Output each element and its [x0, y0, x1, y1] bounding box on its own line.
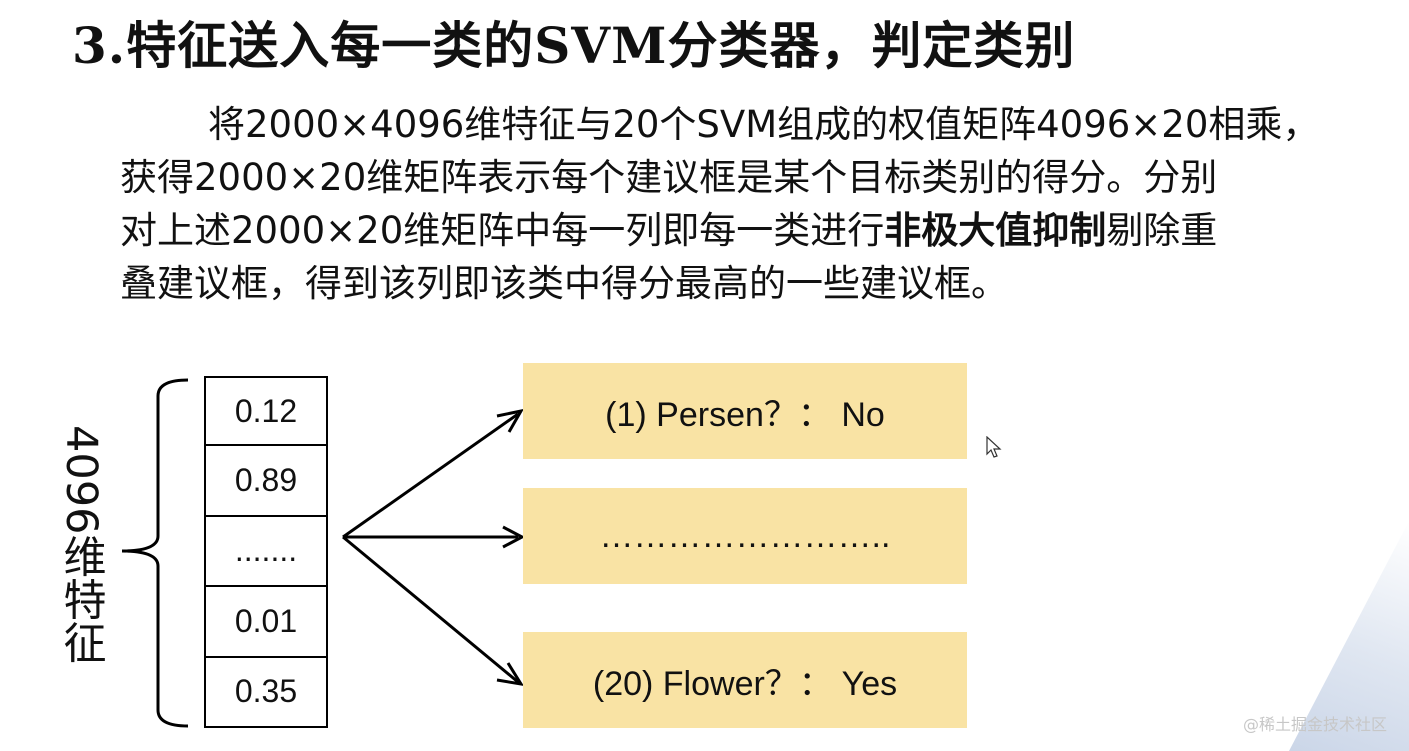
slide-title: 3.特征送入每一类的SVM分类器，判定类别 — [72, 16, 1076, 75]
paragraph-line-4: 叠建议框，得到该列即该类中得分最高的一些建议框。 — [120, 262, 1008, 305]
description-paragraph: 将2000×4096维特征与20个SVM组成的权值矩阵4096×20相乘， 获得… — [120, 98, 1409, 310]
arrowhead-class-20 — [496, 662, 525, 687]
paragraph-line-3-end: 剔除重 — [1106, 209, 1218, 252]
feature-dimension-label: 4096维特征 — [56, 425, 106, 664]
svm-result-box-20: (20) Flower？： Yes — [523, 632, 967, 728]
arrowhead-class-1 — [496, 408, 524, 433]
paragraph-line-3: 对上述2000×20维矩阵中每一列即每一类进行非极大值抑制剔除重 — [120, 204, 1409, 257]
arrowhead-class-middle — [502, 525, 526, 549]
feature-cell: 0.35 — [204, 657, 328, 728]
watermark: @稀土掘金技术社区 — [1242, 715, 1387, 734]
nms-highlight: 非极大值抑制 — [884, 209, 1107, 252]
svm-result-box-middle: …………………….. — [523, 488, 967, 584]
mouse-pointer-icon — [986, 436, 1002, 458]
feature-cell: 0.89 — [204, 446, 328, 517]
paragraph-line-1: 将2000×4096维特征与20个SVM组成的权值矩阵4096×20相乘， — [208, 103, 1320, 146]
svm-result-box-1: (1) Persen？： No — [523, 363, 967, 459]
arrow-to-class-20 — [342, 535, 519, 684]
feature-cell: 0.01 — [204, 587, 328, 658]
arrow-to-class-1 — [342, 412, 519, 539]
paragraph-line-2: 获得2000×20维矩阵表示每个建议框是某个目标类别的得分。分别 — [120, 156, 1218, 199]
paragraph-line-3-start: 对上述2000×20维矩阵中每一列即每一类进行 — [120, 209, 885, 252]
feature-cell: ....... — [204, 516, 328, 588]
feature-vector: 0.12 0.89 ....... 0.01 0.35 — [204, 376, 328, 728]
left-brace — [121, 378, 189, 728]
feature-cell: 0.12 — [204, 376, 328, 447]
